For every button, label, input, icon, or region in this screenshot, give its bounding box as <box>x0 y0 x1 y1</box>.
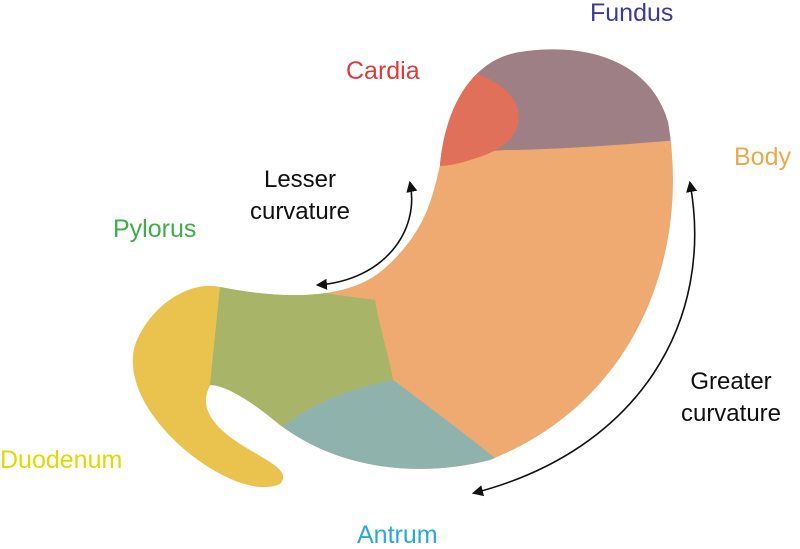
lesser-curvature-line-1: Lesser <box>263 166 337 193</box>
lesser-curvature-label: Lesser curvature <box>235 164 365 228</box>
greater-curvature-arrow <box>471 180 698 497</box>
greater-curvature-line-1: Greater <box>690 368 772 395</box>
greater-curvature-line-2: curvature <box>680 400 782 427</box>
cardia-label: Cardia <box>346 57 420 85</box>
greater-curvature-label: Greater curvature <box>664 366 798 430</box>
duodenum-region <box>132 285 284 488</box>
antrum-label: Antrum <box>357 521 438 549</box>
lesser-curvature-arrow <box>315 180 418 290</box>
duodenum-label: Duodenum <box>0 446 123 474</box>
antrum-region <box>260 380 495 469</box>
body-label: Body <box>734 143 791 171</box>
pylorus-label: Pylorus <box>113 215 197 243</box>
fundus-label: Fundus <box>590 0 674 27</box>
lesser-curvature-line-2: curvature <box>249 198 351 225</box>
